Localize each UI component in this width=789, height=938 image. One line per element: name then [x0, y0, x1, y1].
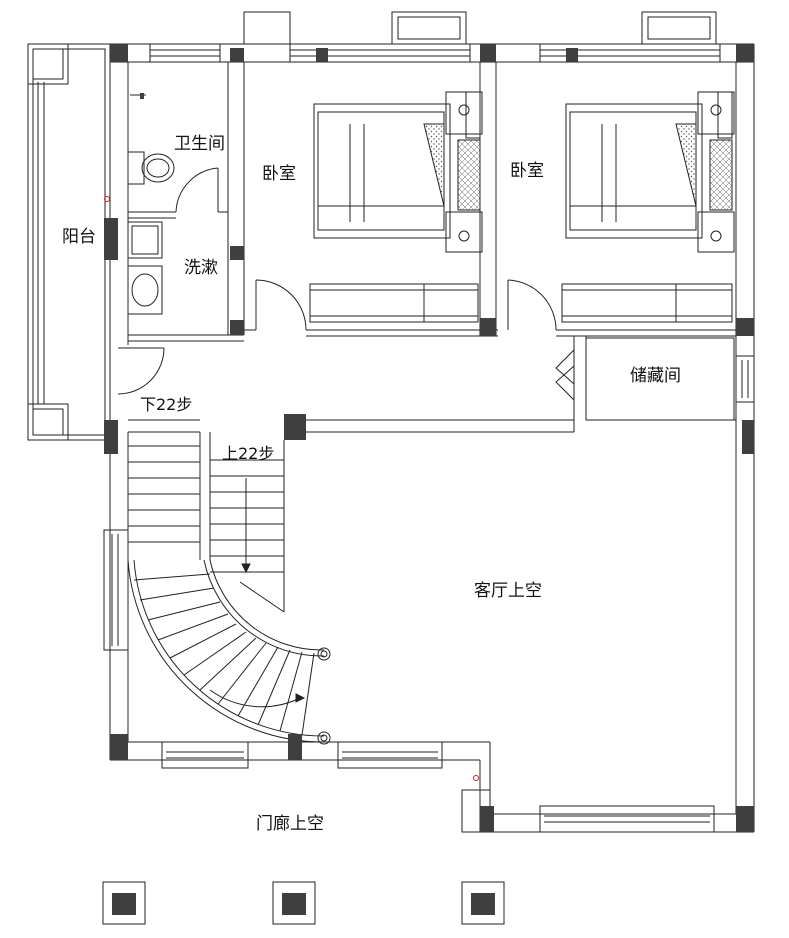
wardrobe-1 — [457, 91, 481, 211]
door-bedroom2 — [507, 279, 557, 331]
door-bedroom1 — [255, 279, 307, 331]
label-living-void: 客厅上空 — [474, 581, 542, 601]
window-top-left — [149, 43, 221, 63]
label-bedroom-right: 卧室 — [510, 161, 544, 181]
storage-room — [585, 337, 735, 421]
marker-dots — [104, 196, 479, 781]
label-washroom: 洗漱 — [184, 258, 218, 278]
ac-unit-left — [243, 11, 467, 45]
label-bedroom-left: 卧室 — [262, 164, 296, 184]
label-porch-void: 门廊上空 — [256, 814, 324, 834]
ac-unit-right — [641, 11, 717, 45]
staircase — [127, 432, 331, 745]
bed-1 — [313, 91, 483, 253]
structural-columns — [104, 44, 754, 915]
label-balcony: 阳台 — [62, 227, 96, 247]
bed-2 — [565, 91, 735, 253]
porch-columns — [102, 881, 505, 925]
wardrobe-2 — [709, 91, 733, 211]
door-washroom — [117, 347, 165, 395]
balcony-railing — [27, 43, 111, 441]
closet-2 — [561, 283, 733, 323]
window-left-stair — [103, 529, 129, 651]
washbasin — [127, 221, 163, 315]
closet-1 — [309, 283, 479, 323]
toilet — [127, 151, 175, 185]
door-storage — [555, 349, 575, 401]
label-storage: 储藏间 — [630, 366, 681, 386]
window-bottom-left — [161, 741, 249, 769]
outer-walls — [109, 43, 755, 833]
label-stairs-down: 下22步 — [140, 395, 193, 414]
window-bottom-mid — [337, 741, 443, 769]
window-bottom-right — [539, 805, 715, 833]
label-bathroom: 卫生间 — [174, 134, 225, 154]
window-right-storage — [735, 355, 755, 403]
door-bathroom — [175, 167, 219, 213]
label-stairs-up: 上22步 — [222, 444, 275, 463]
